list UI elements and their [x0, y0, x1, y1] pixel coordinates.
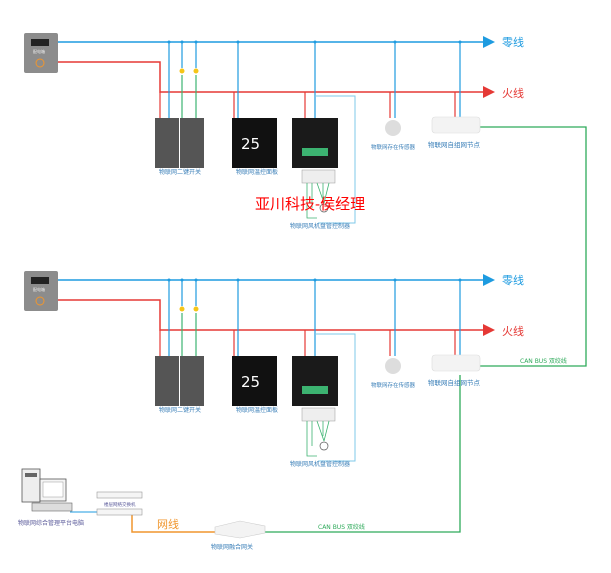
temperature-display: 25 [241, 373, 260, 391]
thermostat-label: 物联网温控面板 [236, 406, 278, 414]
light-bulb-icon [193, 68, 199, 74]
light-bulb-icon [193, 306, 199, 312]
thermostat-panel: 25 物联网温控面板 [232, 356, 278, 414]
gateway: 物联网融合网关 [211, 520, 266, 551]
gateway-label: 物联网融合网关 [211, 543, 253, 551]
mesh-node: 物联网自组网节点 [428, 354, 481, 387]
neutral-label: 零线 [502, 35, 524, 49]
ethernet-wire [131, 515, 218, 533]
switch-label: 物联网二键开关 [159, 406, 201, 414]
fan-controller-label: 物联网风机盘管控制器 [290, 460, 350, 468]
can-bus-wire-top [480, 126, 587, 367]
distribution-box-label: 配电箱 [33, 286, 45, 292]
can-bus-wire-bottom [265, 375, 461, 533]
live-bus [58, 299, 495, 336]
network-switch-label: 楼层网络交换机 [104, 501, 136, 508]
fan-motor-icon [319, 203, 329, 213]
neutral-label: 零线 [502, 273, 524, 287]
live-label: 火线 [502, 86, 524, 100]
pc-label: 物联网综合管理平台电脑 [18, 519, 84, 527]
fan-motor-icon [319, 441, 329, 451]
live-bus [58, 61, 495, 98]
management-pc: 物联网综合管理平台电脑 [18, 468, 84, 527]
mesh-node-label: 物联网自组网节点 [428, 378, 481, 387]
presence-sensor: 物联网存在传感器 [371, 120, 416, 151]
thermostat-panel: 25 物联网温控面板 [232, 118, 278, 176]
mesh-node-label: 物联网自组网节点 [428, 140, 481, 149]
light-bulb-icon [179, 306, 185, 312]
ethernet-label: 网线 [157, 517, 179, 531]
can-bus-label-top: CAN BUS 双绞线 [520, 357, 567, 365]
two-gang-switch: 物联网二键开关 [155, 118, 204, 176]
switch-label: 物联网二键开关 [159, 168, 201, 176]
distribution-box-label: 配电箱 [33, 48, 45, 54]
temperature-display: 25 [241, 135, 260, 153]
mesh-node: 物联网自组网节点 [428, 116, 481, 149]
can-bus-label-bottom: CAN BUS 双绞线 [318, 523, 365, 531]
fan-controller-label: 物联网风机盘管控制器 [290, 222, 350, 230]
live-label: 火线 [502, 324, 524, 338]
presence-sensor: 物联网存在传感器 [371, 358, 416, 389]
thermostat-label: 物联网温控面板 [236, 168, 278, 176]
sensor-label: 物联网存在传感器 [371, 381, 416, 389]
fan-coil-controller: 物联网风机盘管控制器 [290, 95, 356, 230]
two-gang-switch: 物联网二键开关 [155, 356, 204, 414]
fan-coil-controller: 物联网风机盘管控制器 [290, 333, 356, 468]
sensor-label: 物联网存在传感器 [371, 143, 416, 151]
light-bulb-icon [179, 68, 185, 74]
distribution-box: 配电箱 [24, 271, 58, 311]
network-switch: 楼层网络交换机 [96, 491, 143, 516]
distribution-box: 配电箱 [24, 33, 58, 73]
watermark: 亚川科技-侯经理 [255, 195, 365, 213]
